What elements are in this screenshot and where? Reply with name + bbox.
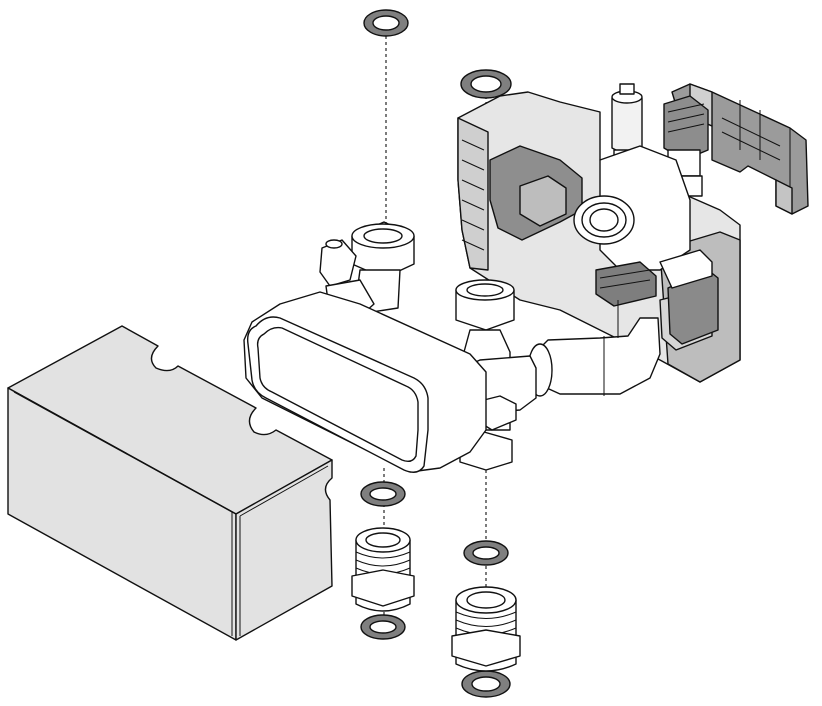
sealing-ring-top bbox=[363, 9, 409, 37]
pump-fittings bbox=[573, 145, 713, 307]
sealing-ring-left-lower bbox=[360, 614, 406, 640]
threaded-nipple-right bbox=[451, 586, 521, 672]
sealing-ring-right-lower bbox=[461, 670, 511, 698]
sealing-ring-upper-center bbox=[460, 69, 512, 99]
sealing-ring-left-upper bbox=[360, 481, 406, 507]
sealing-ring-right-upper bbox=[463, 540, 509, 566]
sealing-rings bbox=[360, 9, 512, 698]
threaded-nipple-left bbox=[351, 527, 415, 612]
insulation-box bbox=[7, 325, 333, 641]
pump-housing-block bbox=[457, 91, 741, 383]
elbow-pipe bbox=[527, 300, 661, 397]
plate-heat-exchanger bbox=[243, 291, 487, 473]
union-fitting-left bbox=[319, 221, 415, 321]
